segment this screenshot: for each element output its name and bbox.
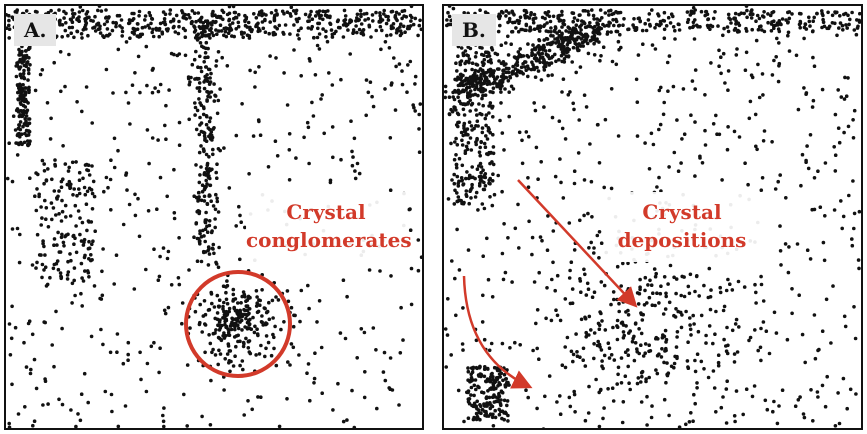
annotation-line-1: Crystal [642,200,722,224]
panel-b: Crystal depositions B. [442,4,863,430]
annotation-line-1: Crystal [286,200,366,224]
annotation-line-2: conglomerates [246,228,412,252]
annotation-line-2: depositions [617,228,747,252]
annotation-crystal-depositions: Crystal depositions [604,192,760,262]
panel-a: Crystal conglomerates A. [4,4,424,430]
panel-label-a: A. [14,14,57,46]
annotation-crystal-conglomerates: Crystal conglomerates [246,192,412,262]
panel-label-b: B. [452,14,496,46]
